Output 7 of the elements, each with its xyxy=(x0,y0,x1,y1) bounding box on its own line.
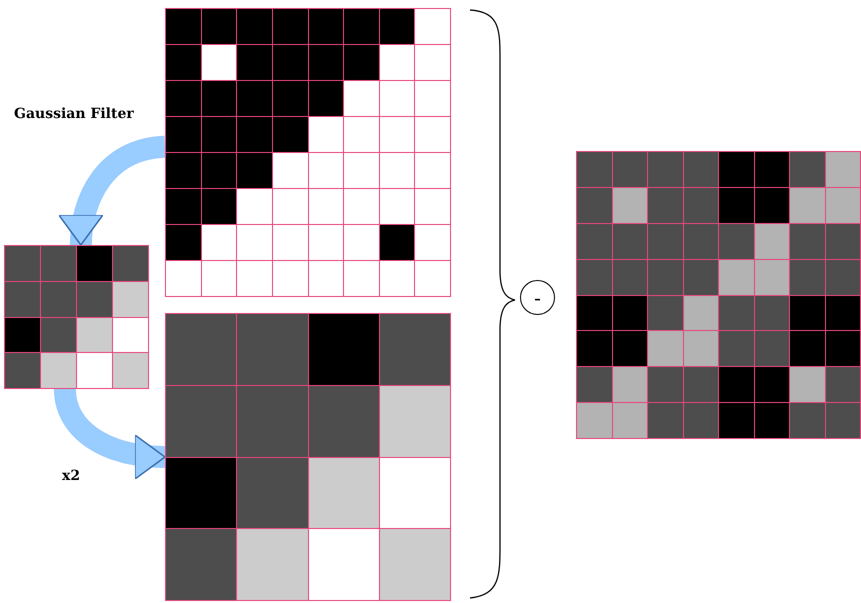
curved-arrow xyxy=(59,136,166,246)
pixel-grid xyxy=(165,8,451,297)
pixel-grid xyxy=(165,313,451,601)
curved-arrow xyxy=(54,388,166,479)
operator-circle: - xyxy=(520,280,555,315)
pixel-grid xyxy=(4,245,149,389)
pixel-grid xyxy=(576,151,861,439)
